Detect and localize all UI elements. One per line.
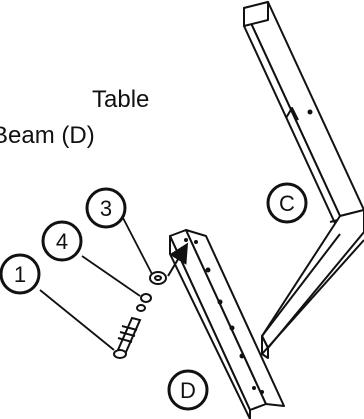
- frame-c-lower-leg: [261, 209, 364, 359]
- insert-arrow: [167, 242, 189, 277]
- frame-c-upper-leg: [243, 1, 364, 235]
- part-label-d-text: D: [180, 378, 196, 403]
- part-label-c: C: [266, 182, 308, 224]
- callout-3-label: 3: [100, 196, 112, 221]
- part-label-c-text: C: [279, 191, 295, 216]
- callout-4: 4: [41, 220, 83, 262]
- washer-3: [149, 271, 167, 285]
- callout-1: 1: [0, 253, 41, 295]
- leader-lines: [39, 215, 153, 351]
- callout-1-label: 1: [14, 262, 26, 287]
- caption-line-1: Table: [92, 86, 150, 113]
- washer-4: [136, 293, 152, 312]
- part-label-d: D: [167, 369, 209, 411]
- caption-line-2: Beam (D): [0, 122, 95, 149]
- beam-d: [169, 229, 285, 419]
- callout-4-label: 4: [56, 229, 68, 254]
- callout-3: 3: [85, 187, 127, 229]
- bolt-1: [113, 316, 142, 359]
